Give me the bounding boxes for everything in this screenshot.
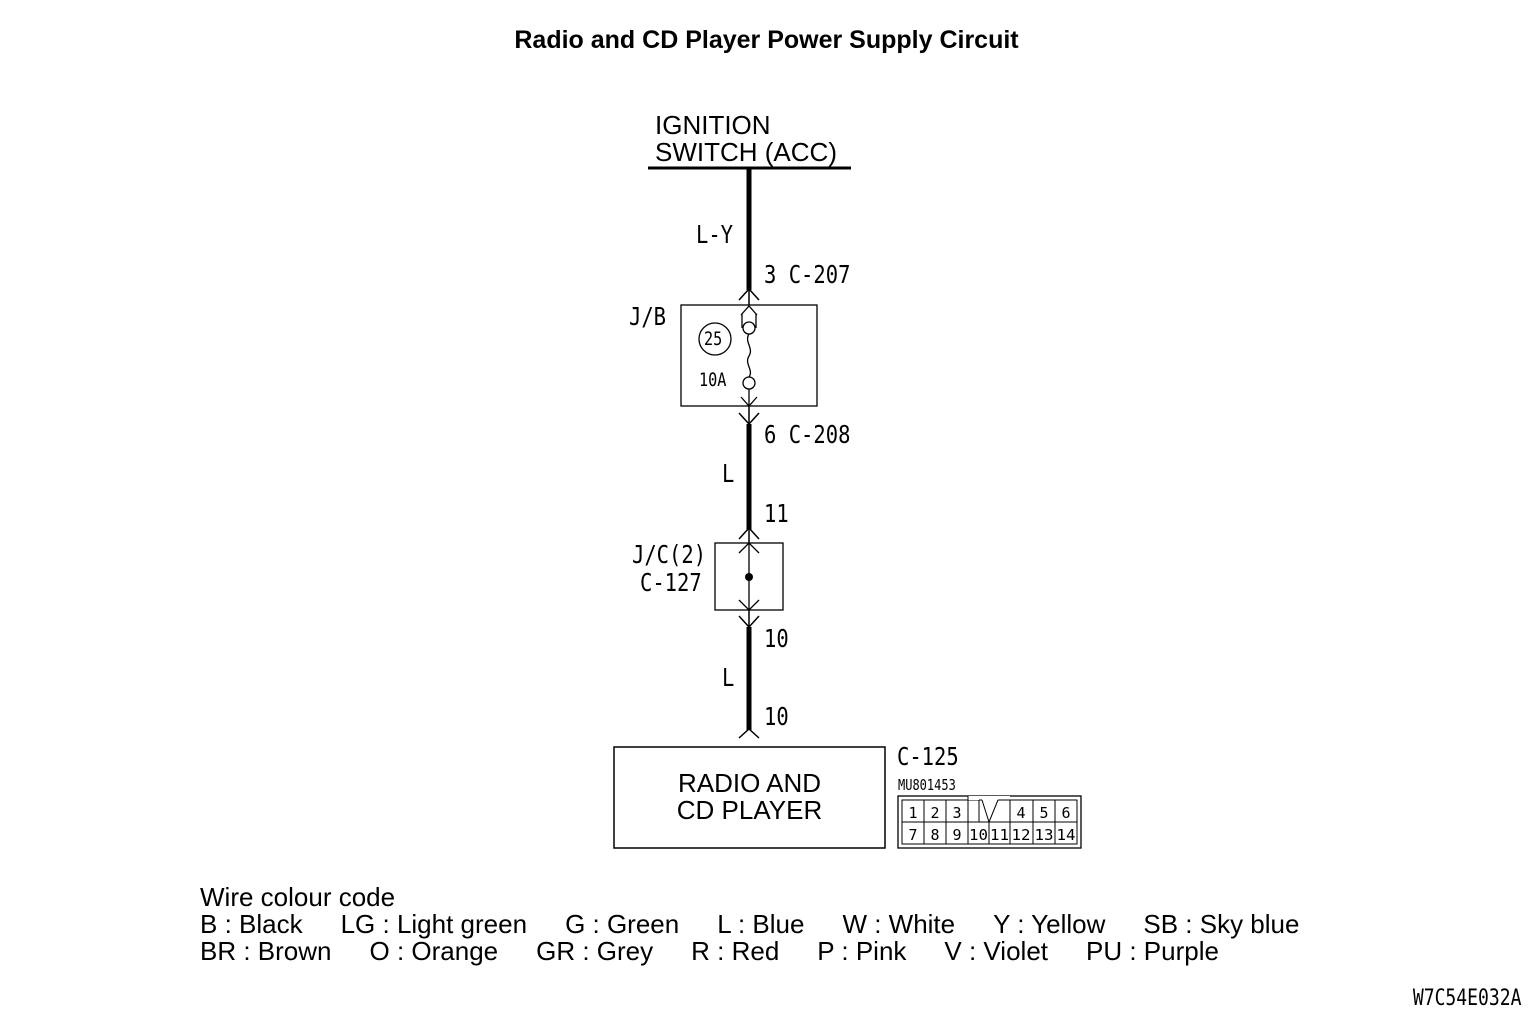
wire-colour-legend: Wire colour code B : Black LG : Light gre… bbox=[200, 884, 1337, 965]
ignition-switch-line1: IGNITION bbox=[655, 110, 771, 140]
legend-entry: BR : Brown bbox=[200, 936, 332, 966]
connector-c208-label: 6 C-208 bbox=[764, 420, 850, 449]
legend-entry: Y : Yellow bbox=[993, 909, 1106, 939]
connector-pin-label: 8 bbox=[930, 826, 939, 844]
connector-c207-pin: 3 bbox=[764, 260, 777, 289]
joint-connector-id: C-127 bbox=[640, 568, 702, 597]
connector-pin-label: 3 bbox=[952, 804, 961, 822]
connector-c208-pin: 6 bbox=[764, 420, 777, 449]
connector-key-mark bbox=[981, 799, 999, 824]
connector-face-c125 bbox=[897, 795, 1082, 849]
fuse-number-circle bbox=[698, 322, 732, 356]
connector-pin-label: 14 bbox=[1057, 826, 1076, 844]
connector-pin-label: 6 bbox=[1061, 804, 1070, 822]
joint-connector-label: J/C(2) bbox=[632, 540, 707, 569]
figure-code: W7C54E032A bbox=[1412, 986, 1521, 1011]
ignition-switch-label: IGNITION SWITCH (ACC) bbox=[655, 112, 837, 166]
legend-entry: O : Orange bbox=[369, 936, 499, 966]
connector-c207-id: C-207 bbox=[788, 260, 851, 289]
legend-entry: B : Black bbox=[200, 909, 303, 939]
fuse-terminal-bottom bbox=[742, 376, 756, 390]
connector-c125-mark bbox=[738, 727, 760, 739]
legend-entry: P : Pink bbox=[817, 936, 907, 966]
fuse-number: 25 bbox=[704, 328, 723, 350]
fuse-icon bbox=[746, 333, 752, 378]
connector-c208-id: C-208 bbox=[788, 420, 851, 449]
c125-in-pin: 10 bbox=[764, 702, 789, 731]
component-line1: RADIO AND bbox=[677, 768, 822, 798]
connector-c207-label: 3 C-207 bbox=[764, 260, 850, 289]
legend-entry: V : Violet bbox=[944, 936, 1049, 966]
wire-color-l-1: L bbox=[722, 459, 735, 488]
connector-pin-label: 1 bbox=[908, 804, 917, 822]
diagram-title: Radio and CD Player Power Supply Circuit bbox=[514, 26, 1019, 54]
legend-entry: L : Blue bbox=[717, 909, 805, 939]
connector-pin-label: 13 bbox=[1035, 826, 1054, 844]
legend-entry: G : Green bbox=[565, 909, 680, 939]
fuse-rating: 10A bbox=[699, 369, 727, 391]
legend-entry: PU : Purple bbox=[1086, 936, 1219, 966]
connector-pin-label: 12 bbox=[1012, 826, 1031, 844]
legend-entry: GR : Grey bbox=[536, 936, 654, 966]
legend-entry: W : White bbox=[842, 909, 956, 939]
connector-pin-label: 4 bbox=[1016, 804, 1025, 822]
connector-pin-label: 7 bbox=[908, 826, 917, 844]
jc-in-pin: 11 bbox=[764, 499, 789, 528]
component-line2: CD PLAYER bbox=[676, 795, 823, 825]
legend-row-2: BR : Brown O : Orange GR : Grey R : Red P : … bbox=[200, 938, 1337, 965]
ignition-switch-line2: SWITCH (ACC) bbox=[655, 137, 837, 167]
legend-entry: SB : Sky blue bbox=[1143, 909, 1300, 939]
fuse-terminal-top bbox=[742, 321, 756, 335]
jc-out-pin: 10 bbox=[764, 624, 789, 653]
connector-part-number: MU801453 bbox=[898, 776, 956, 794]
splice-dot bbox=[745, 573, 753, 581]
wire-color-ly: L-Y bbox=[696, 220, 734, 249]
connector-face-id: C-125 bbox=[897, 742, 959, 771]
radio-cd-player-label: RADIO AND CD PLAYER bbox=[614, 770, 885, 824]
connector-pin-label: 9 bbox=[952, 826, 961, 844]
connector-pin-label: 2 bbox=[930, 804, 939, 822]
wire-color-l-2: L bbox=[722, 663, 735, 692]
connector-pin-label: 10 bbox=[969, 826, 988, 844]
connector-pin-label: 11 bbox=[990, 826, 1009, 844]
connector-pin-label: 5 bbox=[1039, 804, 1048, 822]
radio-cd-player-box bbox=[613, 746, 886, 849]
legend-heading: Wire colour code bbox=[200, 882, 396, 912]
legend-entry: LG : Light green bbox=[340, 909, 528, 939]
legend-row-1: B : Black LG : Light green G : Green L : Bl… bbox=[200, 911, 1337, 938]
junction-block-label: J/B bbox=[629, 302, 667, 331]
legend-entry: R : Red bbox=[691, 936, 780, 966]
